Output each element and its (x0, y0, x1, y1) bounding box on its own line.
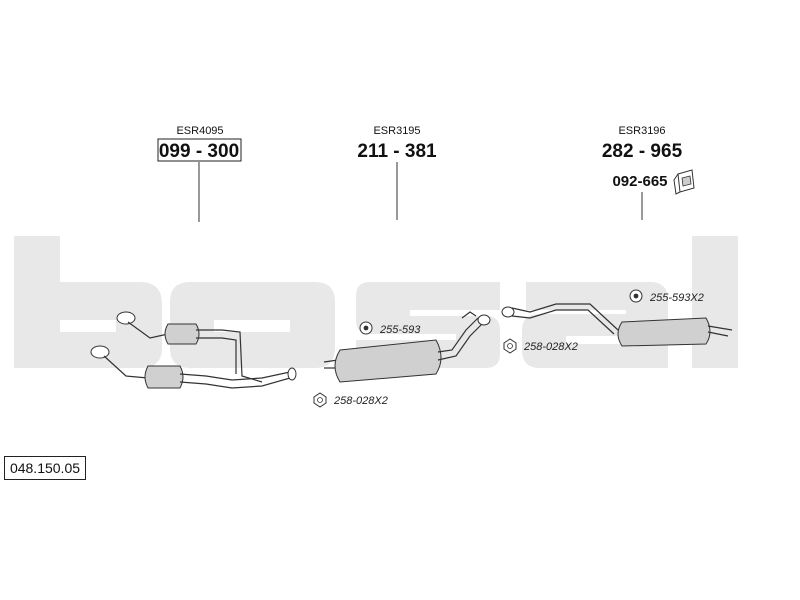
hardware-code: 255-593X2 (649, 292, 704, 304)
part-number-box (157, 138, 242, 162)
hardware-callout-4: 255-593X2 (629, 289, 704, 304)
rear-muffler-section (501, 303, 733, 347)
part-number-3: 282 - 965 (602, 141, 683, 162)
brand-watermark (14, 236, 738, 368)
hardware-code: 258-028X2 (333, 395, 388, 407)
flange-icon (477, 314, 491, 326)
front-pipe-catalysts (90, 311, 297, 389)
accessory-number: 092-665 (612, 173, 667, 190)
part-number-2: 211 - 381 (357, 141, 437, 162)
esr-label-3: ESR3196 (618, 125, 665, 137)
hardware-callout-1: 255-593 (359, 321, 421, 336)
bracket-icon (673, 169, 695, 195)
flange-icon (501, 306, 515, 318)
flange-icon (116, 311, 136, 325)
rear-muffler (617, 317, 711, 347)
hardware-callout-2: 258-028X2 (503, 338, 578, 354)
esr-label-1: ESR4095 (176, 125, 223, 137)
catalyst-upper (164, 323, 200, 345)
center-muffler (334, 339, 442, 383)
part-number-1: 099 - 300 (159, 141, 239, 162)
esr-label-2: ESR3195 (373, 125, 420, 137)
diagram-reference-number: 048.150.05 (4, 456, 86, 480)
rubber-hanger-icon (629, 289, 643, 303)
hardware-code: 258-028X2 (523, 341, 578, 353)
catalyst-lower (144, 365, 184, 389)
nut-icon (503, 338, 517, 354)
rubber-hanger-icon (359, 321, 373, 335)
hardware-callout-3: 258-028X2 (313, 392, 388, 408)
nut-icon (313, 392, 327, 408)
center-muffler-section (323, 311, 491, 383)
flange-icon (90, 345, 110, 359)
hardware-code: 255-593 (379, 324, 421, 336)
